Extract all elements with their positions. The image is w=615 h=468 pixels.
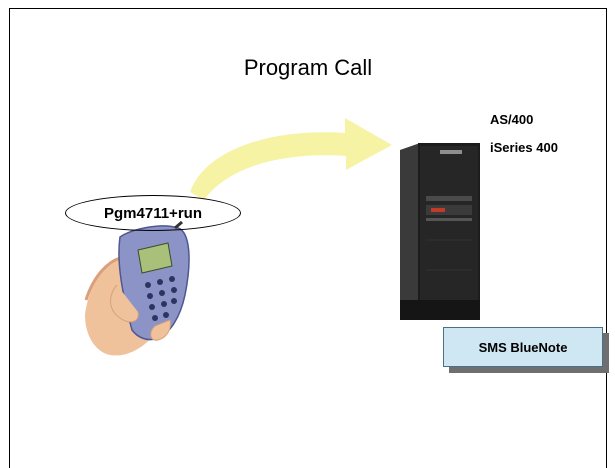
- server-icon: [400, 143, 480, 320]
- server-label-as400: AS/400: [490, 112, 534, 127]
- phone-in-hand-icon: [84, 220, 190, 356]
- server-label-iseries: iSeries 400: [490, 140, 558, 155]
- command-label: Pgm4711+run: [104, 204, 202, 222]
- curved-arrow-icon: [190, 118, 392, 200]
- command-oval: Pgm4711+run: [65, 195, 241, 231]
- diagram-graphics: [84, 118, 480, 356]
- slide-title: Program Call: [243, 55, 373, 80]
- system-box: SMS BlueNote: [443, 327, 603, 367]
- slide: Program Call: [9, 8, 607, 468]
- system-box-label: SMS BlueNote: [478, 339, 568, 355]
